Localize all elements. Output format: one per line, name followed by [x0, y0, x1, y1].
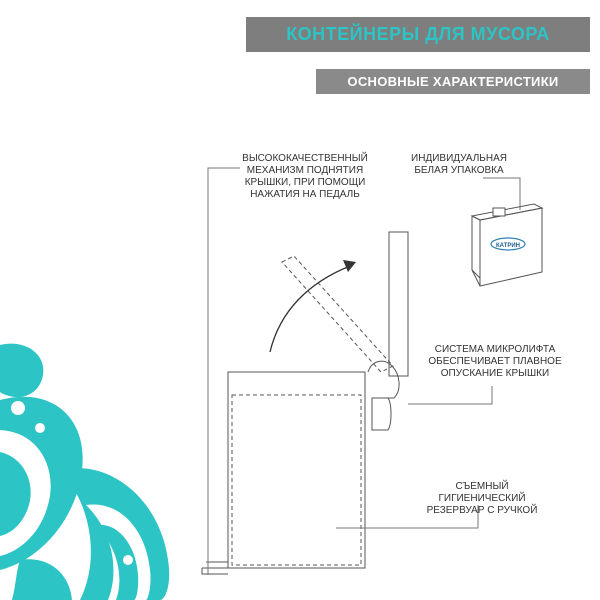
callout-microlift: СИСТЕМА МИКРОЛИФТА ОБЕСПЕЧИВАЕТ ПЛАВНОЕ … [428, 344, 562, 379]
callout-mechanism: ВЫСОКОКАЧЕСТВЕННЫЙ МЕХАНИЗМ ПОДНЯТИЯ КРЫ… [242, 153, 368, 200]
inner-reservoir [231, 394, 362, 566]
lid-moving [281, 255, 394, 373]
section-subtitle: ОСНОВНЫЕ ХАРАКТЕРИСТИКИ [316, 69, 590, 94]
decorative-swirl [0, 343, 170, 600]
page-title: КОНТЕЙНЕРЫ ДЛЯ МУСОРА [246, 17, 590, 52]
lift-arrow [269, 265, 351, 353]
callout-packaging: ИНДИВИДУАЛЬНАЯ БЕЛАЯ УПАКОВКА [411, 153, 507, 176]
leader-mechanism [207, 167, 240, 575]
callout-reservoir: СЪЕМНЫЙ ГИГИЕНИЧЕСКИЙ РЕЗЕРВУАР С РУЧКОЙ [426, 481, 538, 516]
packaging-box [470, 203, 544, 287]
microlift-block [371, 397, 392, 431]
leader-microlift [408, 386, 493, 405]
hinge-block [367, 360, 400, 399]
bin-body [227, 371, 366, 569]
pedal [201, 561, 228, 575]
arrow-head [343, 260, 356, 272]
leader-packaging [483, 177, 521, 210]
leader-reservoir [336, 505, 479, 529]
box-logo: КАТРИН [496, 243, 520, 249]
lid-open [388, 231, 409, 377]
